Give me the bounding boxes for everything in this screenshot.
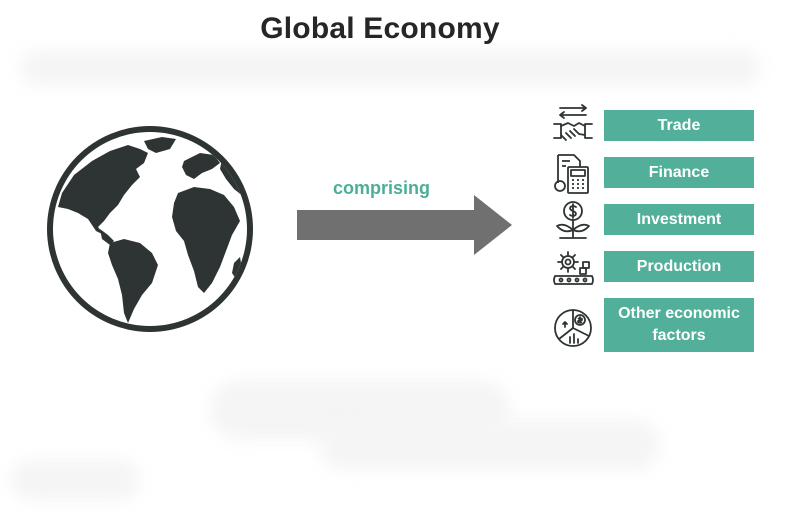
component-box-trade: Trade — [604, 110, 754, 141]
component-box-production: Production — [604, 251, 754, 282]
background-blur — [20, 50, 760, 86]
component-box-finance: Finance — [604, 157, 754, 188]
gear-conveyor-icon — [553, 251, 594, 285]
handshake-exchange-icon — [553, 104, 593, 141]
money-plant-icon — [556, 201, 590, 239]
page-title: Global Economy — [260, 12, 500, 45]
connector-label: comprising — [333, 178, 431, 198]
calculator-document-icon — [554, 154, 589, 194]
pie-chart-dollar-icon — [554, 309, 592, 347]
globe-icon — [47, 126, 253, 332]
component-box-investment: Investment — [604, 204, 754, 235]
right-arrow-icon — [297, 195, 512, 255]
background-blur — [10, 460, 140, 500]
component-box-other-economic-factors: Other economic factors — [604, 298, 754, 352]
background-blur — [320, 420, 660, 470]
